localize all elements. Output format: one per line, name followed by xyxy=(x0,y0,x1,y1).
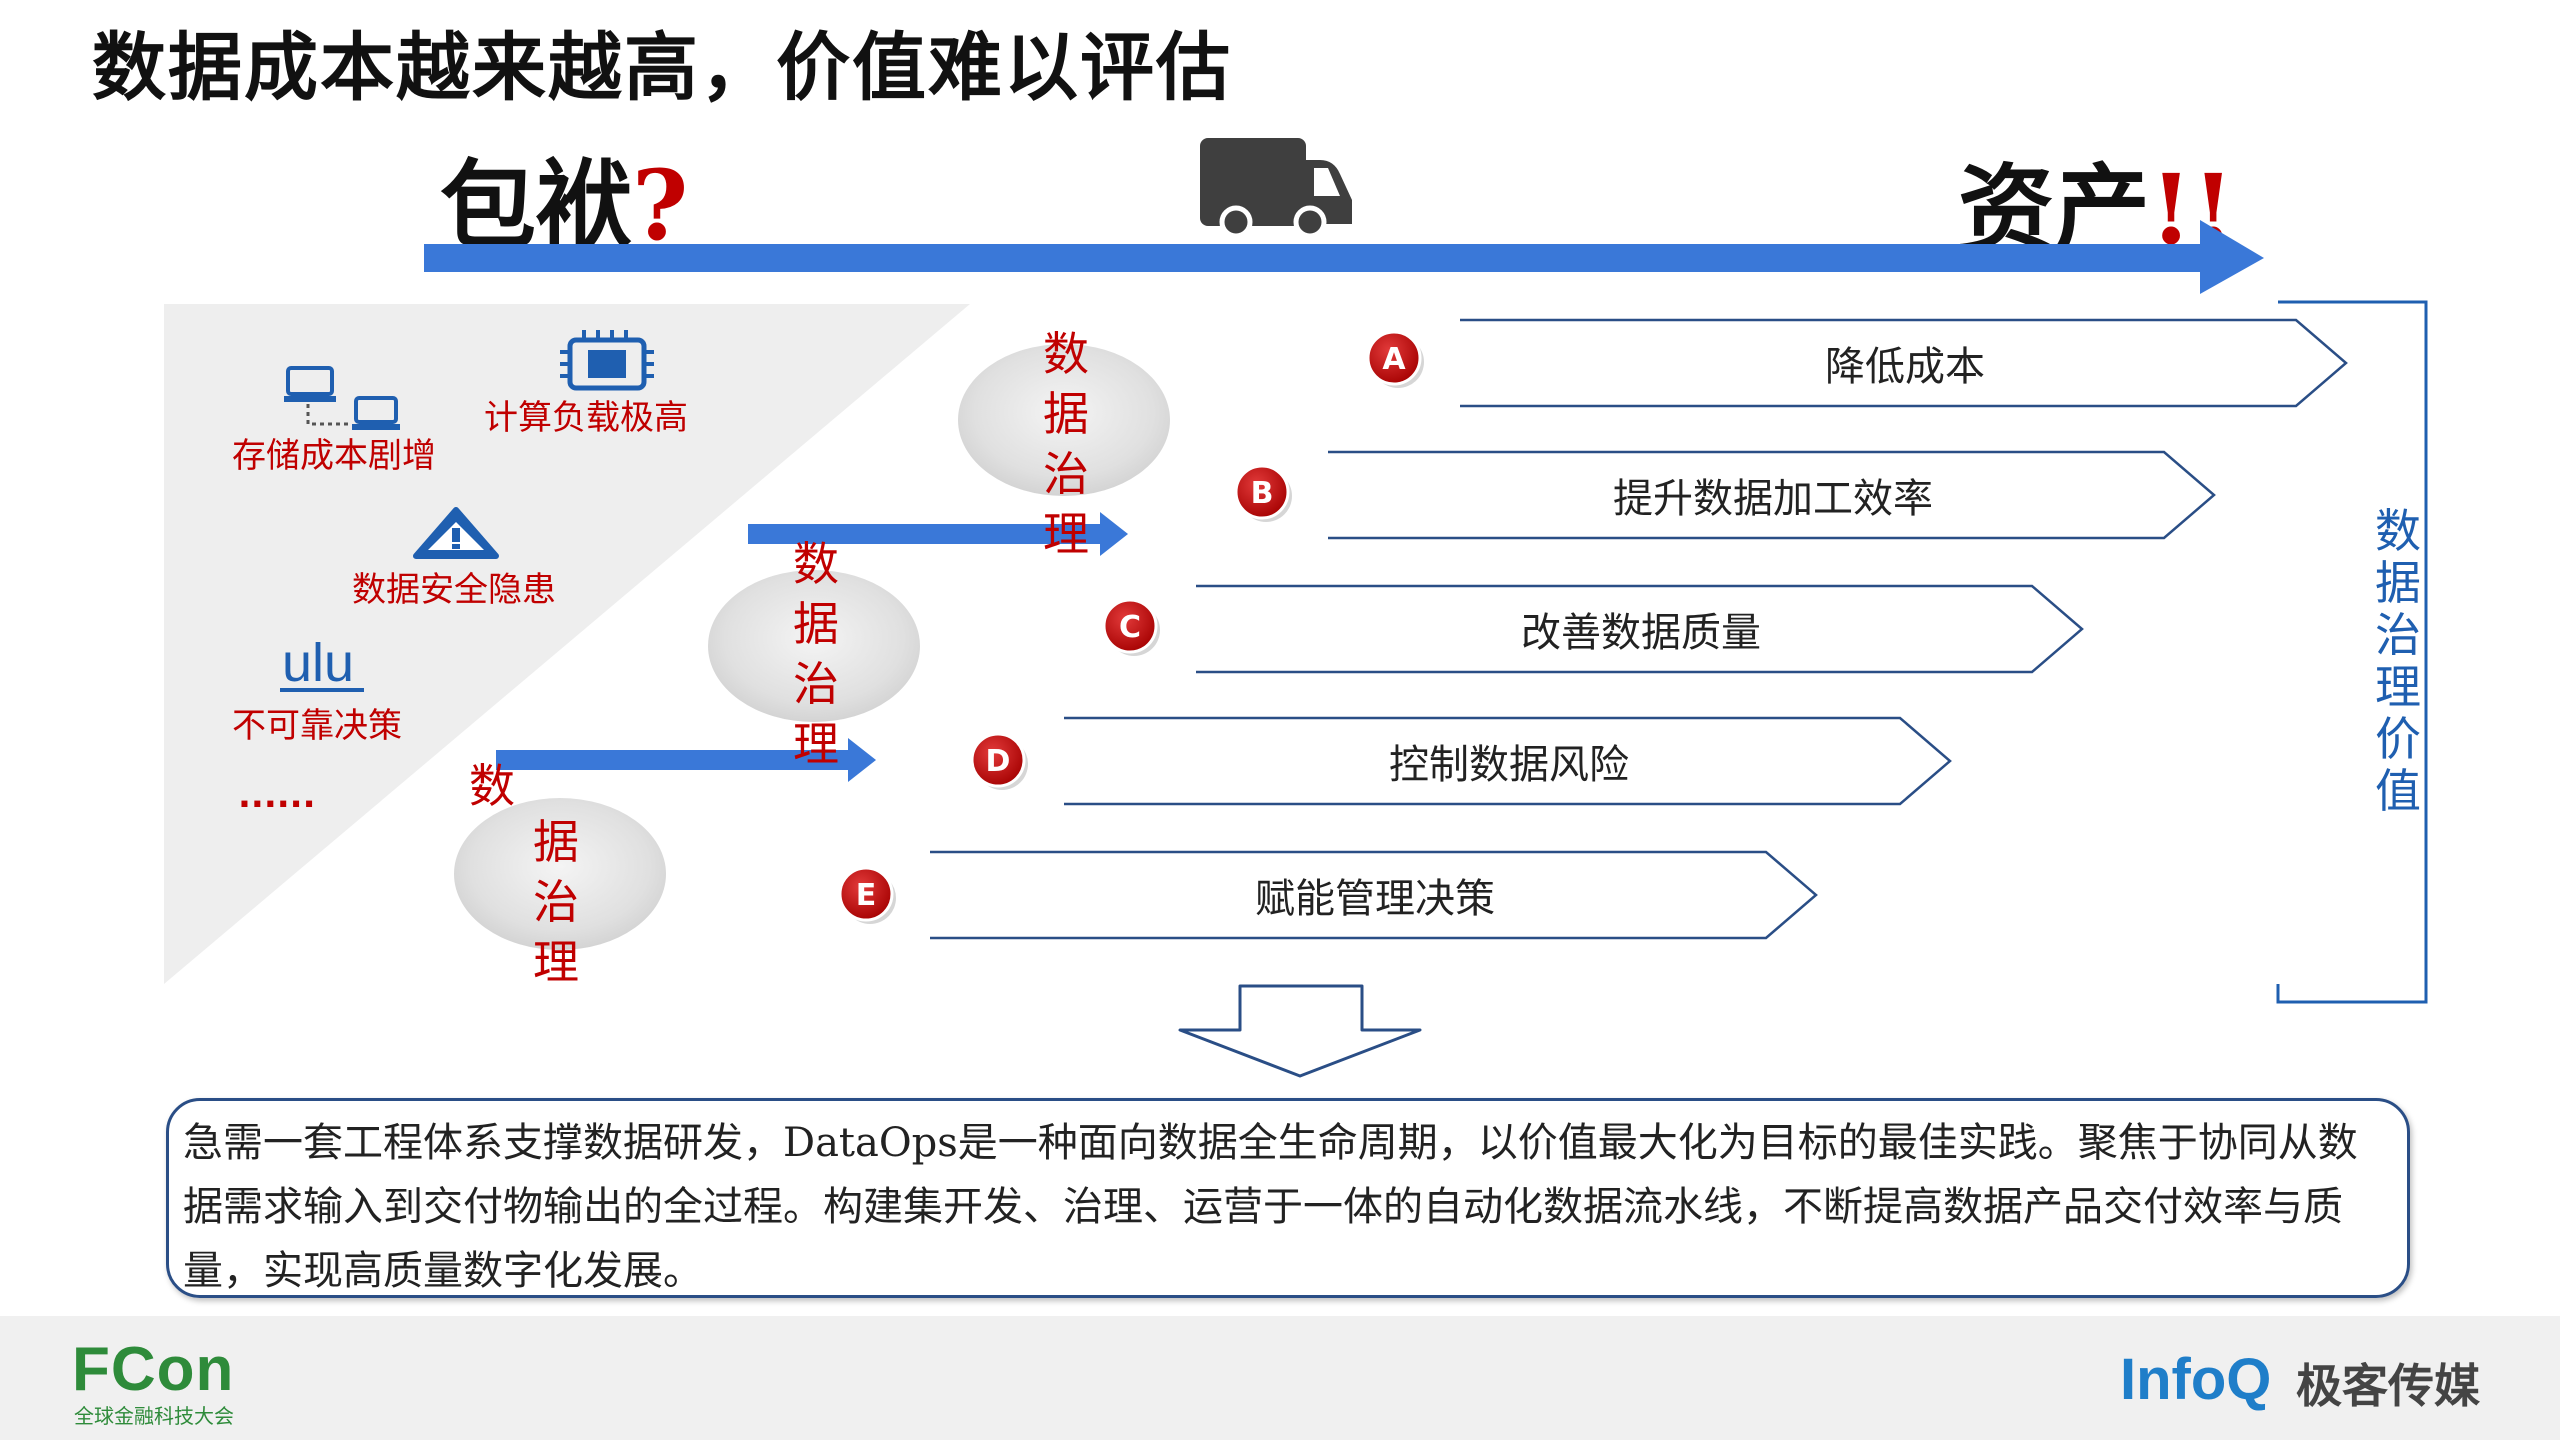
value-arrow-c xyxy=(1196,584,2084,674)
badge-b: B xyxy=(1234,464,1292,522)
question-mark: ? xyxy=(632,149,689,262)
issues-panel xyxy=(164,304,970,984)
governance-ellipse-middle xyxy=(708,570,920,722)
gov-char: 理 xyxy=(533,935,579,989)
gov-char: 数 xyxy=(469,759,515,813)
value-bracket xyxy=(2276,300,2428,1004)
badge-letter-e: E xyxy=(856,878,877,913)
page-title: 数据成本越来越高，价值难以评估 xyxy=(92,25,1232,111)
gov-char: 数 xyxy=(793,537,839,591)
value-label-e: 赋能管理决策 xyxy=(1255,876,1495,922)
value-label-d: 控制数据风险 xyxy=(1389,742,1629,788)
badge-e: E xyxy=(838,866,896,924)
value-arrow-e xyxy=(930,850,1818,940)
badge-letter-c: C xyxy=(1119,610,1141,645)
badge-letter-d: D xyxy=(986,744,1011,779)
badge-d: D xyxy=(970,732,1028,790)
gov-char: 治 xyxy=(533,875,579,929)
badge-letter-b: B xyxy=(1251,476,1274,511)
badge-letter-a: A xyxy=(1382,342,1406,377)
issue-compute: 计算负载极高 xyxy=(484,398,688,438)
issue-storage: 存储成本剧增 xyxy=(232,436,436,476)
governance-value-label: 数据治理价值 xyxy=(2375,504,2421,818)
step-arrow-upper xyxy=(748,512,1128,556)
step-arrow-lower xyxy=(496,738,876,782)
gov-char: 理 xyxy=(793,717,839,771)
value-label-c: 改善数据质量 xyxy=(1521,610,1761,656)
gov-char: 数 xyxy=(1043,327,1089,381)
diagram-graphics: A B C D E xyxy=(164,138,2428,1078)
gov-char: 据 xyxy=(793,597,839,651)
gov-char: 理 xyxy=(1043,507,1089,561)
issue-more: ...... xyxy=(238,776,316,816)
gov-char: 据 xyxy=(533,815,579,869)
value-arrow-b xyxy=(1328,450,2216,540)
chip-icon xyxy=(560,330,654,391)
governance-label-bottom-first: 数 xyxy=(462,756,522,816)
value-label-a: 降低成本 xyxy=(1825,344,1985,390)
fcon-subtitle: 全球金融科技大会 xyxy=(74,1404,234,1428)
gov-char: 治 xyxy=(1043,447,1089,501)
governance-ellipse-top xyxy=(958,344,1170,496)
warning-icon xyxy=(413,507,499,559)
timeline-arrow xyxy=(424,220,2264,294)
governance-label-middle: 数 据 治 理 xyxy=(786,534,846,774)
value-label-b: 提升数据加工效率 xyxy=(1613,476,1933,522)
fcon-logo: FCon xyxy=(72,1335,235,1404)
value-arrow-d xyxy=(1064,716,1952,806)
governance-label-top: 数 据 治 理 xyxy=(1036,324,1096,564)
geek-media-logo: 极客传媒 xyxy=(2296,1359,2480,1413)
issue-decision: 不可靠决策 xyxy=(232,706,402,746)
down-arrow-icon xyxy=(1178,984,1422,1078)
issue-security: 数据安全隐患 xyxy=(352,570,556,610)
badge-c: C xyxy=(1102,598,1160,656)
badge-a: A xyxy=(1366,330,1424,388)
infoq-logo: InfoQ xyxy=(2120,1347,2272,1412)
summary-box: 急需一套工程体系支撑数据研发，DataOps是一种面向数据全生命周期，以价值最大… xyxy=(166,1098,2410,1298)
burden-word: 包袱 xyxy=(440,149,632,262)
computers-icon xyxy=(284,366,400,430)
governance-label-bottom: 据 治 理 xyxy=(526,812,586,992)
governance-ellipse-bottom xyxy=(454,798,666,950)
gov-char: 治 xyxy=(793,657,839,711)
burden-label: 包袱? xyxy=(440,128,688,267)
truck-icon xyxy=(1200,138,1352,239)
value-arrow-a xyxy=(1460,318,2348,408)
decision-icon-text: ulu xyxy=(282,633,355,693)
gov-char: 据 xyxy=(1043,387,1089,441)
footer-bar xyxy=(0,1316,2560,1440)
